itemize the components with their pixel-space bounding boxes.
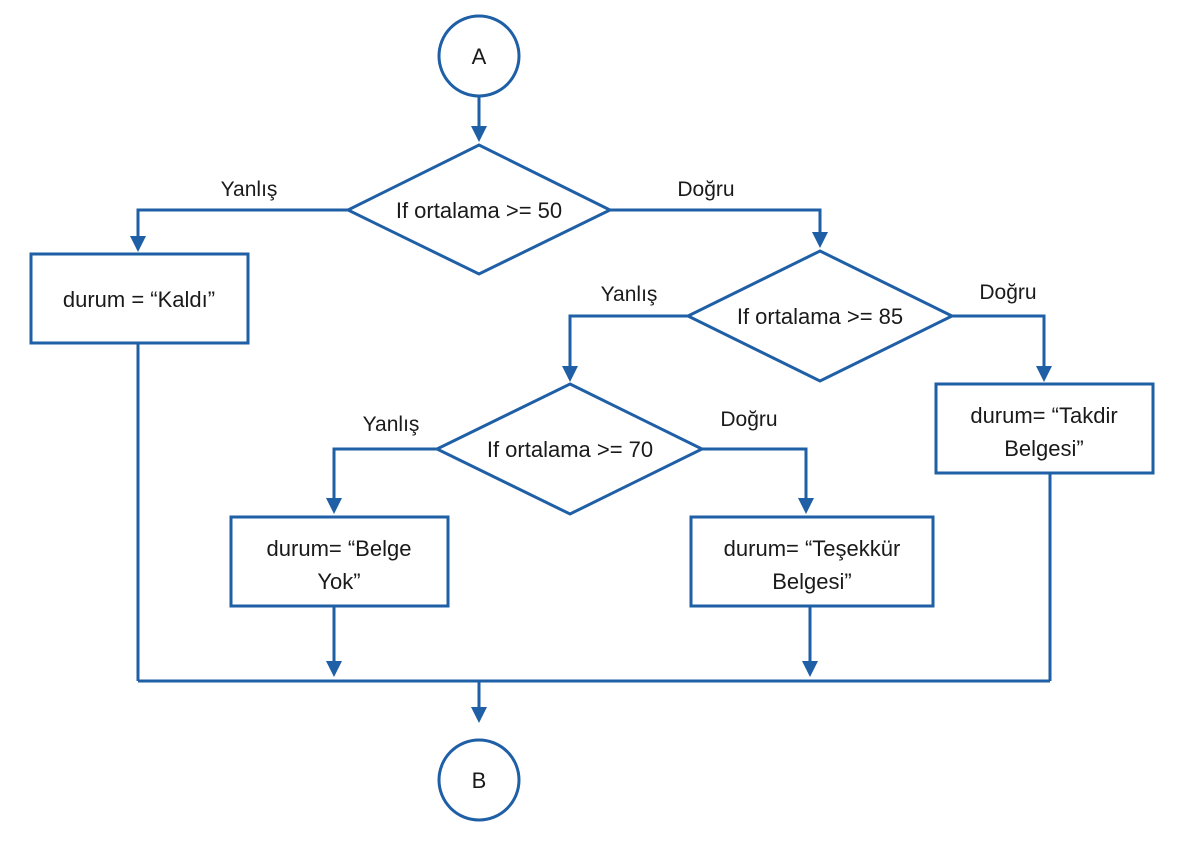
start-connector-label: A (472, 44, 487, 69)
edge-d70-false (332, 447, 437, 500)
edge-d85-false (568, 314, 688, 368)
process-takdir: durum= “Takdir Belgesi” (934, 382, 1155, 475)
arrowhead (130, 236, 146, 252)
arrowhead (802, 661, 818, 677)
arrowhead (812, 232, 828, 248)
decision-ortalama-50-label: If ortalama >= 50 (396, 198, 562, 223)
end-connector: B (437, 738, 521, 822)
label-d85-true: Doğru (979, 281, 1036, 304)
decision-ortalama-50: If ortalama >= 50 (344, 143, 614, 276)
decision-ortalama-70: If ortalama >= 70 (433, 382, 706, 516)
process-tesekkur-line-2: Belgesi” (772, 569, 851, 594)
decision-ortalama-70-label: If ortalama >= 70 (487, 437, 653, 462)
arrowhead (471, 126, 487, 142)
label-d85-false: Yanlış (601, 283, 658, 306)
start-connector: A (437, 14, 521, 98)
edges (130, 96, 1052, 723)
process-kaldi: durum = “Kaldı” (29, 252, 250, 345)
arrowhead (562, 366, 578, 382)
arrowhead (326, 498, 342, 514)
edge-labels: Yanlış Doğru Yanlış Doğru Yanlış Doğru (221, 178, 1037, 436)
label-d50-false: Yanlış (221, 178, 278, 201)
process-takdir-line-2: Belgesi” (1004, 436, 1083, 461)
process-belge-yok-line-2: Yok” (317, 569, 360, 594)
edge-d70-true (702, 447, 808, 500)
label-d50-true: Doğru (677, 178, 734, 201)
process-belge-yok: durum= “Belge Yok” (229, 515, 450, 608)
process-belge-yok-line-1: durum= “Belge (267, 536, 412, 561)
process-tesekkur: durum= “Teşekkür Belgesi” (689, 515, 935, 608)
arrowhead (326, 661, 342, 677)
decision-ortalama-85-label: If ortalama >= 85 (737, 304, 903, 329)
process-kaldi-line-1: durum = “Kaldı” (63, 287, 215, 312)
process-takdir-line-1: durum= “Takdir (970, 403, 1117, 428)
decision-ortalama-85: If ortalama >= 85 (684, 249, 956, 383)
process-tesekkur-line-1: durum= “Teşekkür (724, 536, 901, 561)
edge-d50-true (610, 208, 822, 234)
arrowhead (1036, 366, 1052, 382)
end-connector-label: B (472, 768, 487, 793)
arrowhead (471, 707, 487, 723)
label-d70-false: Yanlış (363, 413, 420, 436)
edge-d50-false (136, 208, 348, 238)
arrowhead (798, 498, 814, 514)
edge-d85-true (952, 314, 1046, 368)
label-d70-true: Doğru (720, 408, 777, 431)
